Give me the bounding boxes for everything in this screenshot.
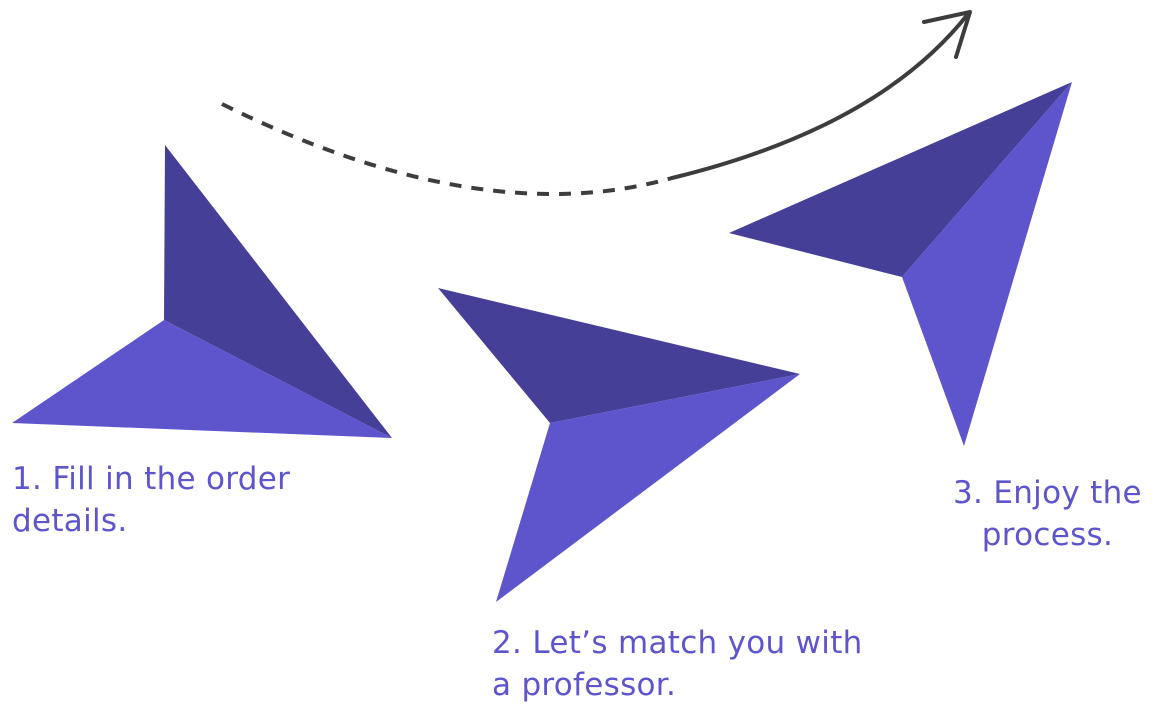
step-1-line-1: 1. Fill in the order [12, 461, 291, 497]
paper-plane-icon-3 [729, 82, 1072, 446]
plane-3-lower-face [902, 82, 1072, 446]
plane-1-lower-face [12, 320, 392, 438]
step-1-line-2: details. [12, 503, 128, 539]
step-2-label: 2. Let’s match you with a professor. [492, 622, 863, 706]
paper-plane-icon-2 [438, 288, 800, 602]
paper-plane-icon-1 [12, 145, 392, 438]
arrow-dashed-segment [221, 102, 673, 196]
plane-3-upper-face [729, 82, 1072, 277]
step-3-label: 3. Enjoy the process. [953, 472, 1142, 556]
arrow-head [922, 10, 972, 59]
plane-2-lower-face [496, 374, 800, 602]
plane-2-upper-face [438, 288, 800, 423]
plane-1-upper-face [164, 145, 392, 438]
arrow-solid-segment [670, 12, 970, 180]
step-2-line-2: a professor. [492, 667, 677, 703]
step-3-line-2: process. [981, 517, 1114, 553]
step-2-line-1: 2. Let’s match you with [492, 625, 863, 661]
step-1-label: 1. Fill in the order details. [12, 458, 290, 542]
step-3-line-1: 3. Enjoy the [953, 475, 1142, 511]
curved-dashed-arrow-icon [221, 10, 972, 196]
